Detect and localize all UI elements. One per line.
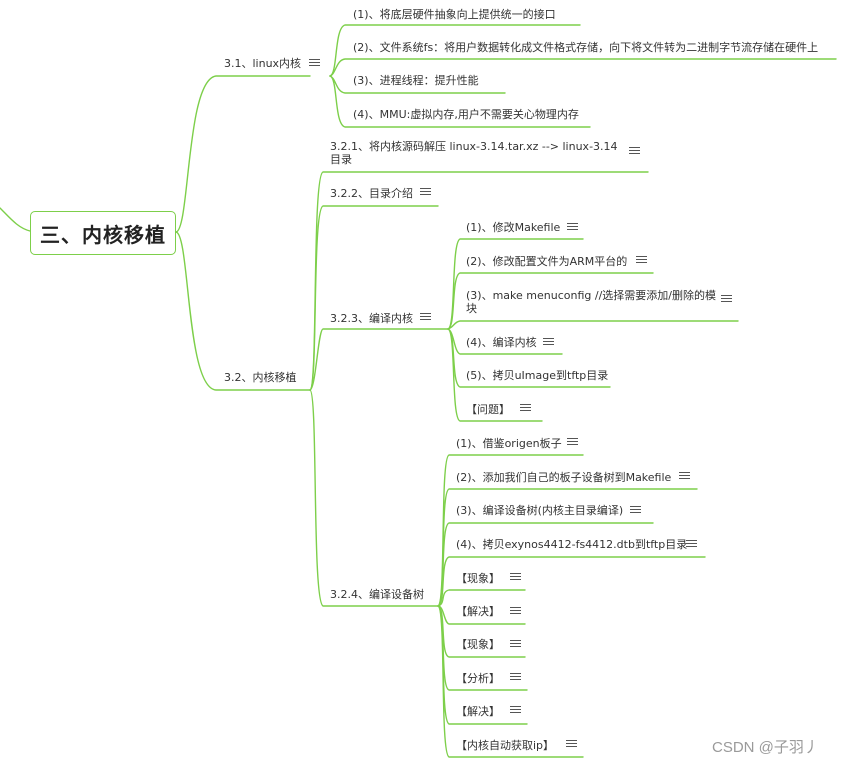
root-node[interactable]: 三、内核移植 bbox=[30, 211, 176, 255]
note-icon[interactable] bbox=[510, 640, 521, 648]
node-compile-kernel[interactable]: 3.2.3、编译内核 bbox=[330, 312, 413, 325]
node-compile-kernel-item[interactable]: (4)、编译内核 bbox=[466, 336, 537, 349]
note-icon[interactable] bbox=[420, 188, 431, 196]
note-icon[interactable] bbox=[630, 506, 641, 514]
node-compile-kernel-item[interactable]: 【问题】 bbox=[466, 403, 510, 416]
note-icon[interactable] bbox=[309, 59, 320, 67]
node-linux-kernel[interactable]: 3.1、linux内核 bbox=[224, 57, 302, 70]
node-compile-kernel-item[interactable]: (5)、拷贝uImage到tftp目录 bbox=[466, 369, 609, 382]
note-icon[interactable] bbox=[566, 740, 577, 748]
node-compile-kernel-item[interactable]: (1)、修改Makefile bbox=[466, 221, 561, 234]
node-compile-dt-item[interactable]: 【现象】 bbox=[456, 638, 500, 651]
note-icon[interactable] bbox=[510, 673, 521, 681]
node-extract-source[interactable]: 3.2.1、将内核源码解压 linux-3.14.tar.xz --> linu… bbox=[330, 140, 618, 166]
note-icon[interactable] bbox=[420, 313, 431, 321]
note-icon[interactable] bbox=[520, 404, 531, 412]
node-compile-dt-item[interactable]: 【解决】 bbox=[456, 705, 500, 718]
note-icon[interactable] bbox=[686, 540, 697, 548]
note-icon[interactable] bbox=[629, 147, 640, 155]
node-linux-kernel-item[interactable]: (2)、文件系统fs：将用户数据转化成文件格式存储，向下将文件转为二进制字节流存… bbox=[353, 41, 819, 54]
node-compile-kernel-item[interactable]: (3)、make menuconfig //选择需要添加/删除的模块 bbox=[466, 289, 716, 315]
watermark: CSDN @子羽丿 bbox=[712, 739, 819, 756]
node-linux-kernel-item[interactable]: (4)、MMU:虚拟内存,用户不需要关心物理内存 bbox=[353, 108, 579, 121]
node-compile-dt-item[interactable]: (1)、借鉴origen板子 bbox=[456, 437, 562, 450]
note-icon[interactable] bbox=[679, 472, 690, 480]
note-icon[interactable] bbox=[567, 438, 578, 446]
note-icon[interactable] bbox=[636, 256, 647, 264]
node-compile-dt-item[interactable]: (2)、添加我们自己的板子设备树到Makefile bbox=[456, 471, 672, 484]
note-icon[interactable] bbox=[510, 706, 521, 714]
node-compile-dt-item[interactable]: 【现象】 bbox=[456, 572, 500, 585]
node-compile-dt-item[interactable]: (4)、拷贝exynos4412-fs4412.dtb到tftp目录 bbox=[456, 538, 688, 551]
node-compile-kernel-item[interactable]: (2)、修改配置文件为ARM平台的 bbox=[466, 255, 628, 268]
note-icon[interactable] bbox=[510, 573, 521, 581]
node-compile-dt-item[interactable]: 【内核自动获取ip】 bbox=[456, 739, 555, 752]
node-compile-dt-item[interactable]: 【解决】 bbox=[456, 605, 500, 618]
node-linux-kernel-item[interactable]: (1)、将底层硬件抽象向上提供统一的接口 bbox=[353, 8, 556, 21]
note-icon[interactable] bbox=[721, 295, 732, 303]
note-icon[interactable] bbox=[510, 607, 521, 615]
node-kernel-porting[interactable]: 3.2、内核移植 bbox=[224, 371, 297, 384]
note-icon[interactable] bbox=[567, 223, 578, 231]
node-directory-intro[interactable]: 3.2.2、目录介绍 bbox=[330, 187, 413, 200]
note-icon[interactable] bbox=[543, 338, 554, 346]
node-linux-kernel-item[interactable]: (3)、进程线程：提升性能 bbox=[353, 74, 479, 87]
node-compile-dt-item[interactable]: 【分析】 bbox=[456, 672, 500, 685]
node-compile-device-tree[interactable]: 3.2.4、编译设备树 bbox=[330, 588, 424, 601]
node-compile-dt-item[interactable]: (3)、编译设备树(内核主目录编译) bbox=[456, 504, 624, 517]
